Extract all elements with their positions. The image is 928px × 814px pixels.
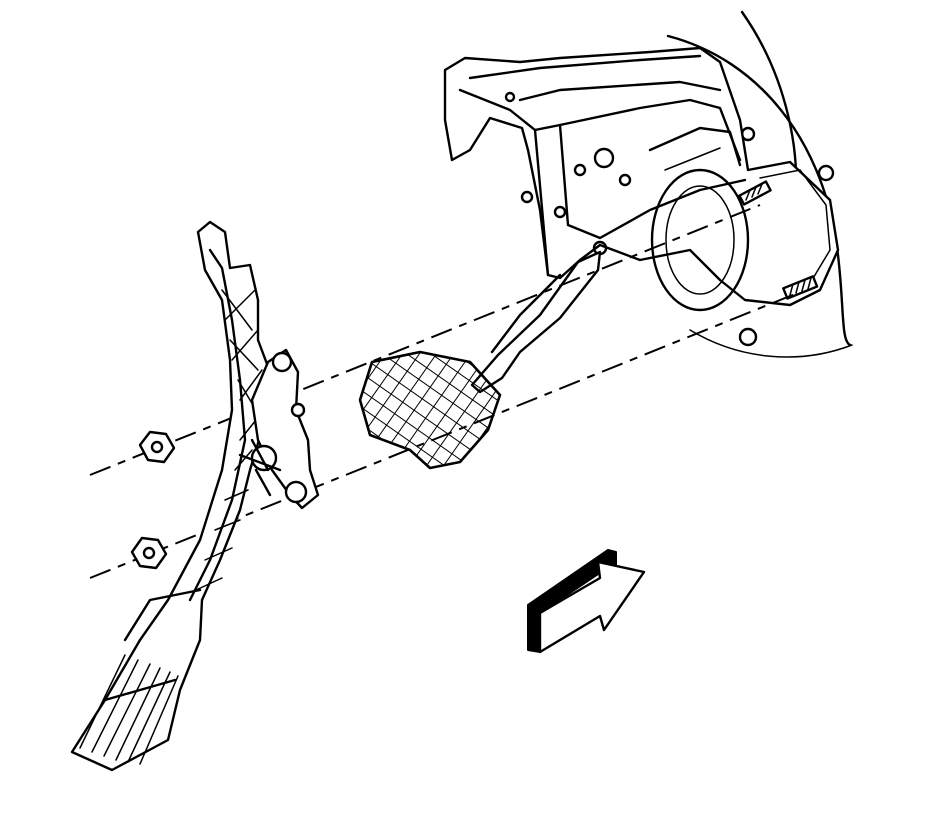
brake-pedal — [358, 250, 602, 470]
mounting-stud — [782, 275, 819, 300]
brake-pedal-pad — [358, 350, 502, 470]
accelerator-pedal-assembly — [70, 220, 320, 772]
brake-pedal-support-bracket — [443, 46, 840, 312]
mounting-nut — [138, 430, 176, 464]
mounting-nut — [130, 536, 168, 570]
front-of-vehicle-arrow-icon — [527, 549, 646, 654]
mounting-stud — [738, 180, 772, 206]
